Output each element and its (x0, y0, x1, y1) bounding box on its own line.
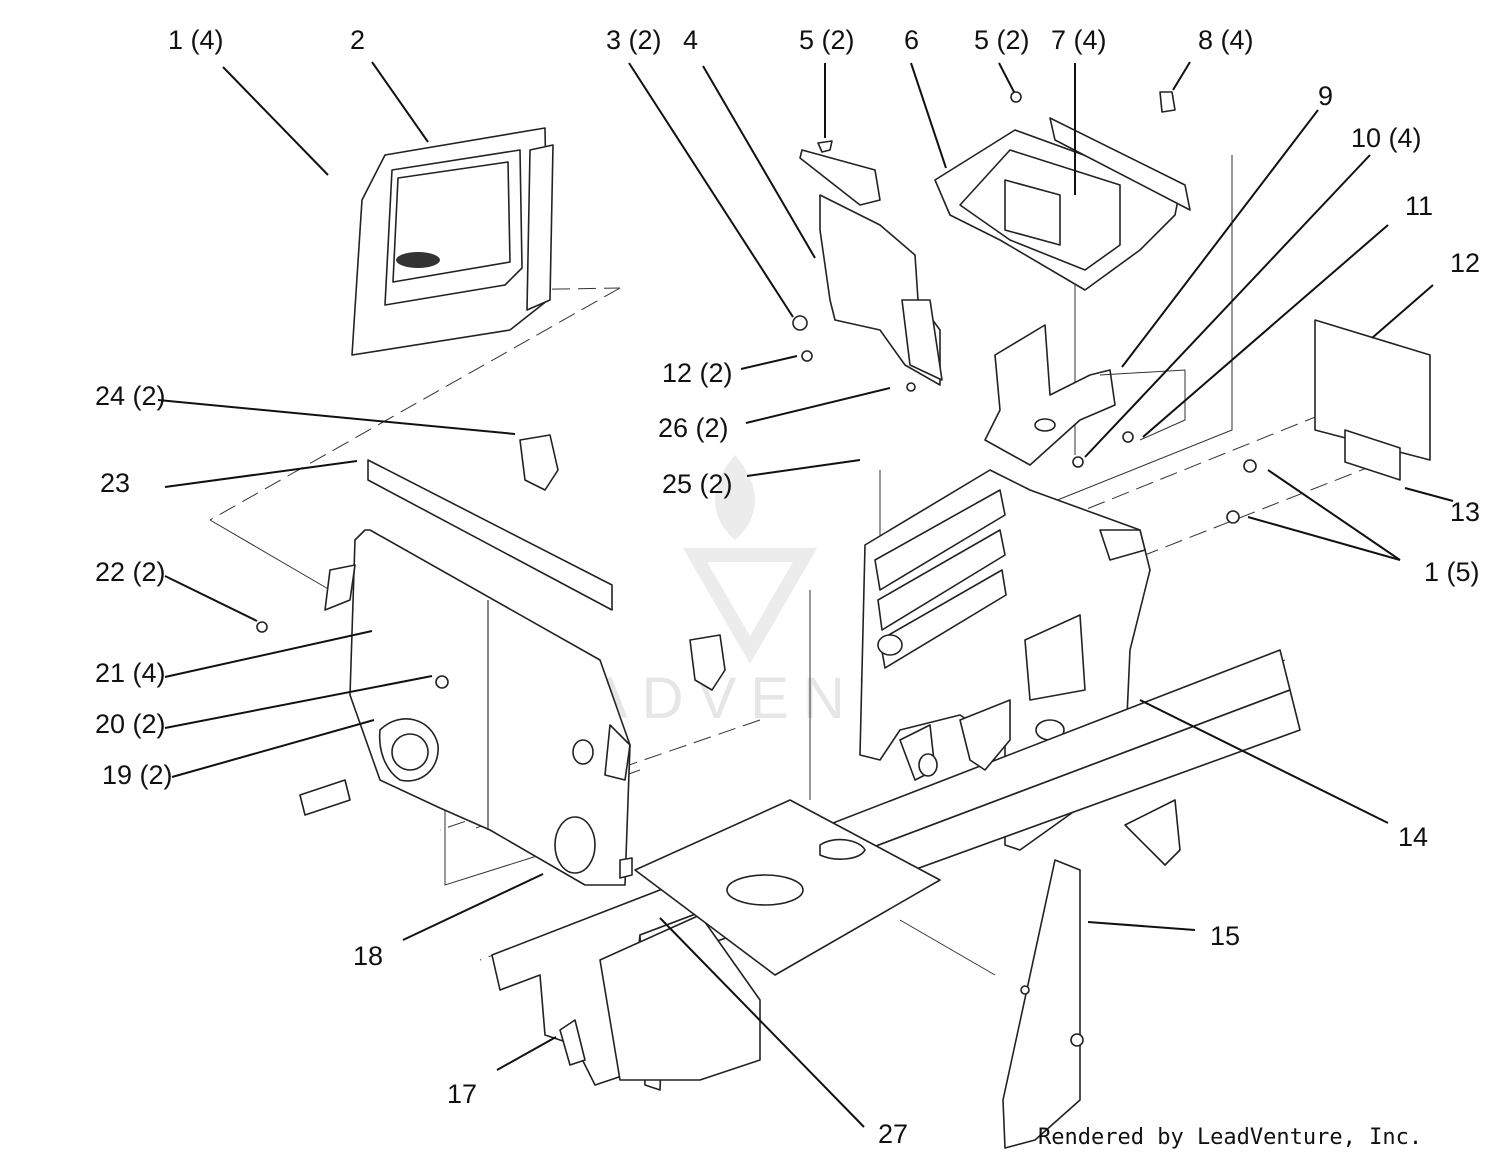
callout-8-4: 8 (4) (1198, 25, 1254, 55)
callout-24-2: 24 (2) (95, 381, 166, 411)
callout-10-4: 10 (4) (1351, 123, 1422, 153)
part-frame-chassis (491, 649, 1301, 1091)
callout-4: 4 (683, 25, 698, 55)
callout-labels: 1 (4) 2 3 (2) 4 5 (2) 6 5 (2) 7 (4) 8 (4… (95, 25, 1480, 1149)
part-4-bracket (792, 140, 943, 392)
callout-25-2: 25 (2) (662, 469, 733, 499)
callout-5-2-b: 5 (2) (974, 25, 1030, 55)
callout-14: 14 (1398, 822, 1428, 852)
callout-21-4: 21 (4) (95, 658, 166, 688)
part-2-dash-panel (351, 127, 554, 356)
callout-2: 2 (350, 25, 365, 55)
callout-22-2: 22 (2) (95, 557, 166, 587)
callout-23: 23 (100, 468, 130, 498)
part-9-bracket (984, 324, 1186, 468)
callout-3-2: 3 (2) (606, 25, 662, 55)
callout-9: 9 (1318, 81, 1333, 111)
part-15-side-rail (1002, 859, 1084, 1149)
callout-12: 12 (1450, 248, 1480, 278)
callout-1-4: 1 (4) (168, 25, 224, 55)
callout-11: 11 (1405, 191, 1433, 221)
callout-6: 6 (904, 25, 919, 55)
callout-27: 27 (878, 1119, 908, 1149)
callout-1-5: 1 (5) (1424, 557, 1480, 587)
part-6-tray (934, 91, 1191, 291)
callout-12-2: 12 (2) (662, 358, 733, 388)
callout-18: 18 (353, 941, 383, 971)
credit-text: Rendered by LeadVenture, Inc. (1038, 1125, 1422, 1150)
part-18-lower-dash (256, 434, 726, 886)
leader-lines (157, 61, 1454, 1128)
callout-20-2: 20 (2) (95, 709, 166, 739)
callout-19-2: 19 (2) (102, 760, 173, 790)
callout-7-4: 7 (4) (1051, 25, 1107, 55)
callout-26-2: 26 (2) (658, 413, 729, 443)
callout-17: 17 (447, 1079, 477, 1109)
callout-13: 13 (1450, 497, 1480, 527)
callout-5-2-a: 5 (2) (799, 25, 855, 55)
callout-15: 15 (1210, 921, 1240, 951)
part-12-13-decals (1314, 319, 1431, 481)
